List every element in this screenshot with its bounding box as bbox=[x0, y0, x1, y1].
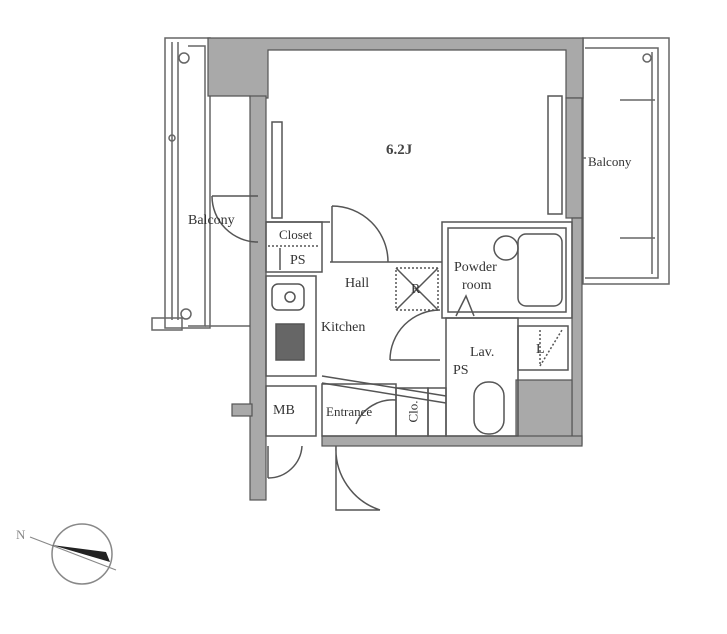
label-powder-room-2: room bbox=[462, 278, 492, 293]
label-entrance: Entrance bbox=[326, 404, 373, 419]
interior-walls bbox=[211, 95, 573, 511]
label-shoe-closet: Clo. bbox=[405, 400, 421, 423]
compass-icon bbox=[29, 523, 117, 585]
label-ps-lav: PS bbox=[453, 363, 469, 378]
label-kitchen: Kitchen bbox=[321, 320, 366, 335]
label-laundry: L bbox=[536, 342, 545, 357]
label-meter-box: MB bbox=[273, 403, 295, 418]
main-room-size: 6.2J bbox=[386, 142, 413, 158]
label-refrigerator: R bbox=[411, 282, 421, 297]
left-balcony bbox=[151, 37, 258, 331]
label-closet: Closet bbox=[279, 227, 313, 242]
compass-north-label: N bbox=[16, 527, 26, 542]
label-balcony-right: Balcony bbox=[588, 154, 632, 169]
label-hall: Hall bbox=[345, 276, 370, 291]
label-powder-room-1: Powder bbox=[454, 260, 497, 275]
label-ps-top: PS bbox=[290, 253, 306, 268]
label-balcony-left: Balcony bbox=[188, 213, 235, 228]
label-lavatory: Lav. bbox=[470, 345, 495, 360]
